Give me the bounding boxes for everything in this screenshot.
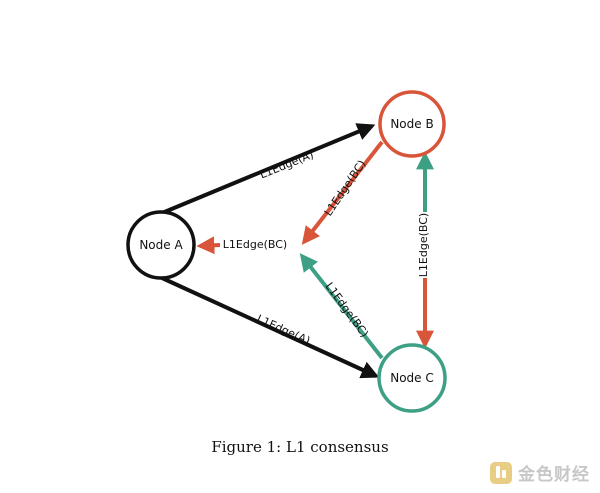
node-b-label: Node B bbox=[390, 117, 433, 131]
jinse-logo-icon bbox=[490, 461, 512, 484]
node-c-label: Node C bbox=[390, 371, 434, 385]
edge-label-b-to-center: L1Edge(BC) bbox=[322, 158, 369, 219]
node-b-circle bbox=[378, 90, 446, 158]
watermark: 金色财经 bbox=[490, 460, 590, 485]
edge-a-to-c bbox=[161, 276, 380, 379]
edge-center-to-a bbox=[196, 236, 221, 255]
node-c-circle bbox=[377, 343, 447, 413]
figure-caption: Figure 1: L1 consensus bbox=[211, 438, 389, 456]
node-a-label: Node A bbox=[139, 238, 183, 252]
watermark-text: 金色财经 bbox=[518, 465, 590, 485]
edge-b-to-center bbox=[301, 140, 384, 245]
edge-label-a-to-b: L1Edge(A) bbox=[258, 148, 316, 181]
edge-label-a-to-c: L1Edge(A) bbox=[255, 312, 312, 347]
edge-label-c-to-center: L1Edge(BC) bbox=[323, 280, 371, 340]
node-c: Node C bbox=[377, 343, 447, 413]
node-b: Node B bbox=[378, 90, 446, 158]
edge-label-center-to-a: L1Edge(BC) bbox=[223, 238, 287, 251]
edge-label-b-c: L1Edge(BC) bbox=[417, 213, 430, 277]
edge-a-to-b bbox=[161, 123, 376, 215]
edge-c-to-center bbox=[299, 253, 384, 360]
node-a: Node A bbox=[126, 210, 196, 280]
node-a-circle bbox=[126, 210, 196, 280]
